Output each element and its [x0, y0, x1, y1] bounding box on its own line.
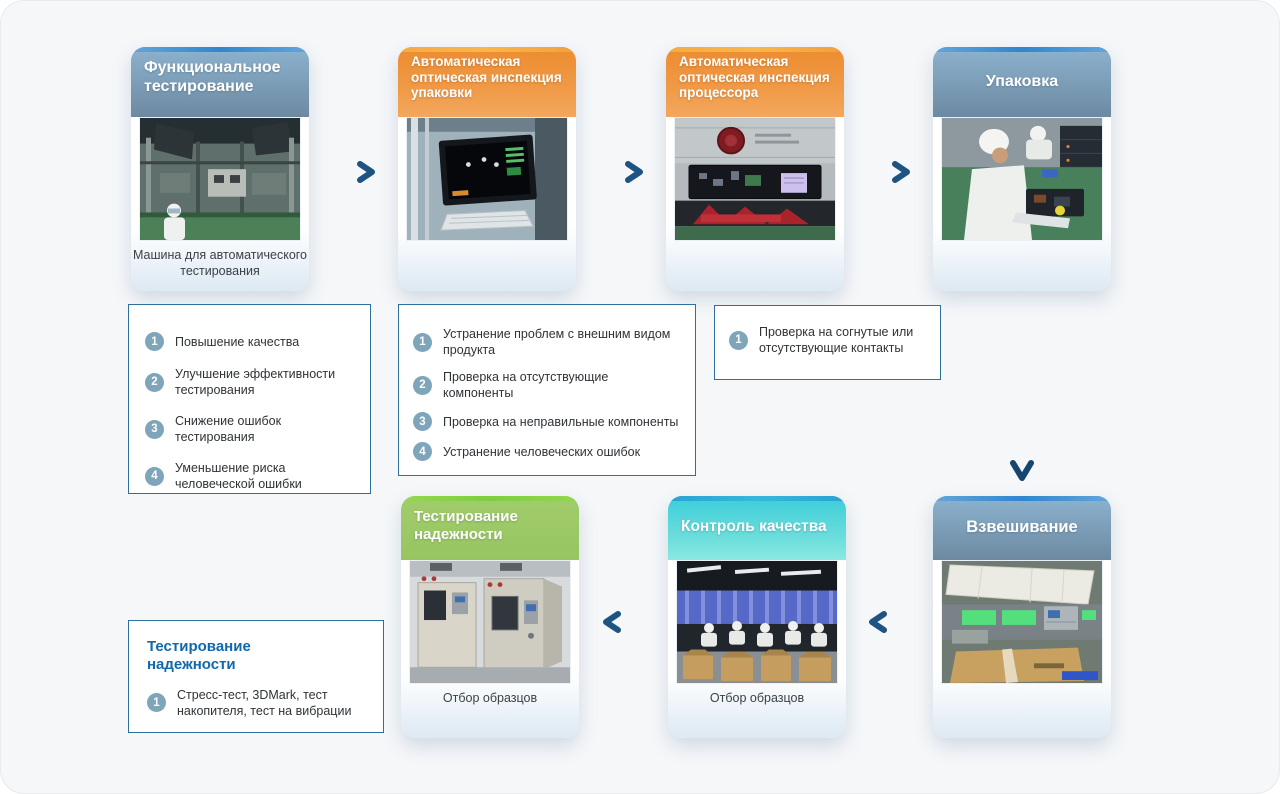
- photo-processor-inspection-machine: [674, 117, 836, 241]
- list-item: 1 Повышение качества: [145, 332, 354, 351]
- card-title: Взвешивание: [966, 518, 1078, 537]
- note-box-aoi-processor: 1 Проверка на согнутые или отсутствующие…: [714, 305, 941, 380]
- note-box-title: Тестирование надежности: [147, 638, 251, 674]
- list-item: 1 Проверка на согнутые или отсутствующие…: [729, 324, 926, 356]
- arrow-down-icon: [1010, 316, 1034, 481]
- card-quality-control: Контроль качества: [668, 496, 846, 738]
- card-title: Автоматическая оптическая инспекция упак…: [411, 54, 562, 101]
- arrow-left-icon: [603, 611, 647, 633]
- list-item-text: Улучшение эффективности тестирования: [175, 367, 336, 397]
- note-box-functional: 1 Повышение качества 2 Улучшение эффекти…: [128, 304, 371, 494]
- arrow-right-icon: [866, 161, 910, 183]
- card-aoi-packaging: Автоматическая оптическая инспекция упак…: [398, 47, 576, 291]
- list-item-text: Уменьшение риска человеческой ошибки: [175, 461, 302, 491]
- photo-packing-workers: [941, 117, 1103, 241]
- card-functional-testing: Функциональное тестирование: [131, 47, 309, 291]
- card-caption: [398, 241, 576, 291]
- card-header: Автоматическая оптическая инспекция проц…: [666, 47, 844, 117]
- list-item: 2 Проверка на отсутствующие компоненты: [413, 369, 681, 401]
- card-caption: [933, 241, 1111, 291]
- photo-optical-inspection-station: [406, 117, 568, 241]
- list-item-text: Снижение ошибок тестирования: [175, 414, 282, 444]
- card-header: Упаковка: [933, 47, 1111, 117]
- step-number-badge: 2: [145, 372, 164, 392]
- list-item-text: Повышение качества: [175, 334, 300, 349]
- card-aoi-processor: Автоматическая оптическая инспекция проц…: [666, 47, 844, 291]
- card-weighing: Взвешивание: [933, 496, 1111, 738]
- card-header: Взвешивание: [933, 496, 1111, 560]
- list-item: 1 Стресс-тест, 3DMark, тест накопителя, …: [147, 687, 365, 719]
- step-number-badge: 1: [147, 693, 166, 713]
- list-item: 1 Устранение проблем с внешним видом про…: [413, 326, 681, 358]
- card-caption: Отбор образцов: [709, 691, 805, 705]
- photo-reliability-test-chambers: [409, 560, 571, 684]
- list-item-text: Устранение проблем с внешним видом проду…: [443, 327, 671, 357]
- step-number-badge: 1: [729, 330, 748, 350]
- photo-weighing-station: [941, 560, 1103, 684]
- photo-automated-testing-machine: [139, 117, 301, 241]
- list-item: 4 Уменьшение риска человеческой ошибки: [145, 460, 354, 492]
- step-number-badge: 4: [145, 466, 164, 486]
- note-box-aoi-packaging: 1 Устранение проблем с внешним видом про…: [398, 304, 696, 476]
- card-packing: Упаковка: [933, 47, 1111, 291]
- step-number-badge: 1: [413, 332, 432, 352]
- card-caption: [933, 684, 1111, 738]
- card-title: Функциональное тестирование: [144, 59, 281, 95]
- list-item: 4 Устранение человеческих ошибок: [413, 442, 681, 461]
- card-reliability-testing: Тестирование надежности: [401, 496, 579, 738]
- list-item-text: Проверка на отсутствующие компоненты: [443, 370, 609, 400]
- arrow-right-icon: [331, 161, 375, 183]
- step-number-badge: 3: [413, 412, 432, 431]
- card-header: Тестирование надежности: [401, 496, 579, 560]
- list-item: 3 Снижение ошибок тестирования: [145, 413, 354, 445]
- step-number-badge: 2: [413, 375, 432, 395]
- note-box-reliability: Тестирование надежности 1 Стресс-тест, 3…: [128, 620, 384, 733]
- card-caption: [666, 241, 844, 291]
- card-title: Упаковка: [985, 72, 1059, 90]
- card-title: Автоматическая оптическая инспекция проц…: [679, 54, 830, 101]
- list-item-text: Проверка на согнутые или отсутствующие к…: [759, 325, 914, 355]
- card-header: Контроль качества: [668, 496, 846, 560]
- list-item-text: Стресс-тест, 3DMark, тест накопителя, те…: [177, 687, 352, 718]
- list-item-text: Проверка на неправильные компоненты: [443, 414, 679, 429]
- card-header: Функциональное тестирование: [131, 47, 309, 117]
- step-number-badge: 1: [145, 332, 164, 351]
- arrow-left-icon: [869, 611, 913, 633]
- card-title: Контроль качества: [681, 518, 827, 535]
- card-title: Тестирование надежности: [414, 508, 518, 543]
- card-caption: Отбор образцов: [442, 691, 538, 705]
- step-number-badge: 4: [413, 442, 432, 461]
- list-item-text: Устранение человеческих ошибок: [443, 444, 641, 459]
- arrow-right-icon: [599, 161, 643, 183]
- photo-quality-control-hall: [676, 560, 838, 684]
- card-header: Автоматическая оптическая инспекция упак…: [398, 47, 576, 117]
- step-number-badge: 3: [145, 419, 164, 439]
- list-item: 2 Улучшение эффективности тестирования: [145, 366, 354, 398]
- card-caption: Машина для автоматического тестирования: [132, 248, 308, 279]
- list-item: 3 Проверка на неправильные компоненты: [413, 412, 681, 431]
